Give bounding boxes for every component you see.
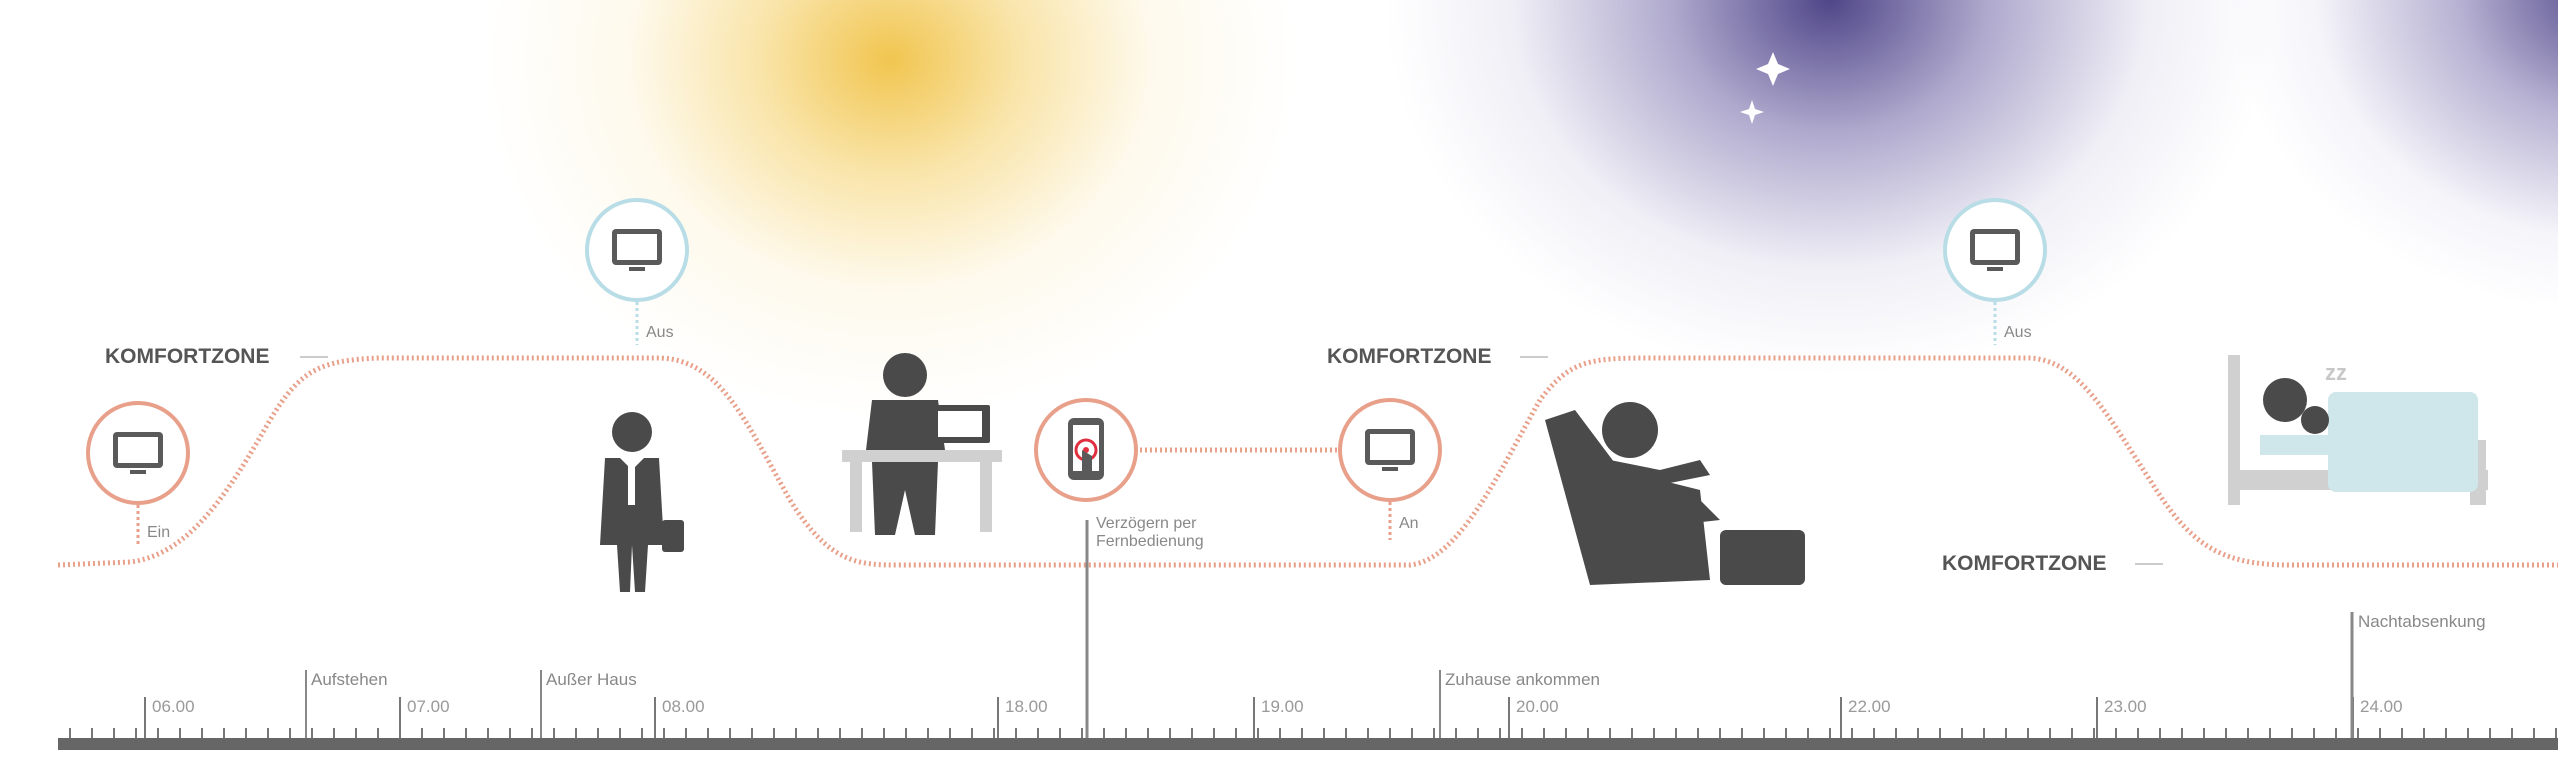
tv-off-morning [585, 198, 689, 345]
comfort-curve [57, 355, 2558, 568]
person-leaving-icon [600, 412, 684, 592]
tv-off-label: Aus [646, 324, 674, 341]
star-icon [1740, 100, 1764, 124]
tv-on-label: Ein [147, 524, 171, 541]
komfortzone-label: KOMFORTZONE [1327, 345, 1492, 368]
event-nachtabsenkung: Nachtabsenkung [2358, 612, 2486, 631]
remote-control-icon [1034, 398, 1138, 502]
event-ausser-haus: Außer Haus [546, 670, 637, 689]
time-label: 07.00 [407, 697, 450, 716]
time-label: 18.00 [1005, 697, 1048, 716]
timeline-axis [58, 697, 2558, 750]
event-zuhause-ankommen: Zuhause ankommen [1445, 670, 1600, 689]
person-relaxing-icon [1545, 402, 1805, 585]
time-label: 19.00 [1261, 697, 1304, 716]
time-label: 23.00 [2104, 697, 2147, 716]
tv-on-evening-label: An [1399, 515, 1419, 532]
remote-delay-label: Verzögern per Fernbedienung [1096, 515, 1204, 550]
sleeping-person-icon: zz [2228, 355, 2488, 505]
zzz-icon: zz [2325, 360, 2347, 385]
time-label: 24.00 [2360, 697, 2403, 716]
time-label: 06.00 [152, 697, 195, 716]
star-icon [1756, 52, 1790, 86]
person-at-desk-icon [842, 353, 1002, 535]
komfortzone-label: KOMFORTZONE [105, 345, 270, 368]
komfortzone-label: KOMFORTZONE [1942, 552, 2107, 575]
time-label: 20.00 [1516, 697, 1559, 716]
event-aufstehen: Aufstehen [311, 670, 388, 689]
time-label: 08.00 [662, 697, 705, 716]
tv-off-evening-label: Aus [2004, 324, 2032, 341]
tv-off-evening [1943, 198, 2047, 345]
tv-on-evening [1338, 398, 1442, 540]
moon-icon [1675, 30, 1760, 154]
tv-on-morning [86, 401, 190, 545]
time-label: 22.00 [1848, 697, 1891, 716]
